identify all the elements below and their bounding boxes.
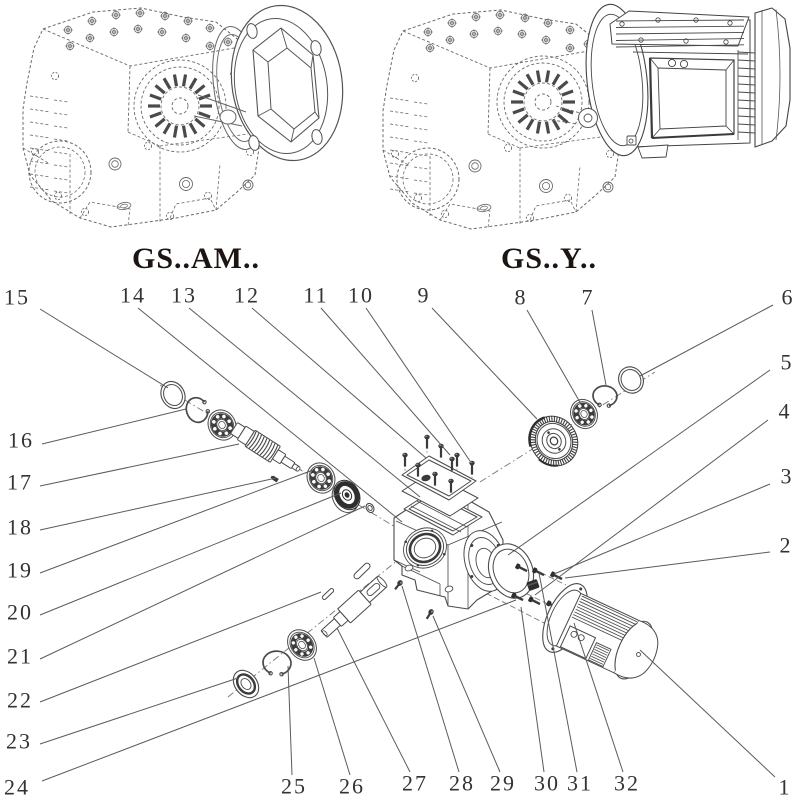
svg-text:20: 20: [7, 600, 33, 625]
svg-text:5: 5: [781, 350, 794, 375]
svg-text:9: 9: [418, 283, 431, 308]
svg-text:30: 30: [534, 771, 560, 796]
svg-text:13: 13: [171, 283, 197, 308]
svg-text:23: 23: [6, 729, 32, 754]
svg-text:7: 7: [582, 285, 595, 310]
svg-text:2: 2: [780, 533, 793, 558]
svg-text:6: 6: [782, 285, 795, 310]
svg-text:GS..AM..: GS..AM..: [132, 242, 260, 275]
svg-text:GS..Y..: GS..Y..: [501, 242, 597, 275]
svg-text:12: 12: [234, 283, 260, 308]
svg-text:17: 17: [7, 470, 33, 495]
svg-text:14: 14: [120, 283, 146, 308]
svg-text:4: 4: [779, 399, 792, 424]
svg-text:8: 8: [515, 285, 528, 310]
svg-text:27: 27: [402, 771, 428, 796]
svg-text:32: 32: [614, 771, 640, 796]
svg-text:18: 18: [7, 515, 33, 540]
svg-text:11: 11: [303, 283, 328, 308]
svg-text:16: 16: [8, 428, 34, 453]
svg-text:19: 19: [7, 558, 33, 583]
svg-text:22: 22: [7, 688, 33, 713]
svg-text:1: 1: [779, 775, 792, 800]
svg-text:26: 26: [339, 774, 365, 799]
svg-text:28: 28: [449, 771, 475, 796]
svg-text:15: 15: [4, 285, 30, 310]
svg-text:24: 24: [4, 775, 30, 800]
svg-text:25: 25: [281, 774, 307, 799]
svg-text:10: 10: [348, 283, 374, 308]
svg-text:29: 29: [490, 771, 516, 796]
svg-text:3: 3: [781, 464, 794, 489]
svg-text:31: 31: [567, 771, 593, 796]
svg-text:21: 21: [7, 644, 33, 669]
